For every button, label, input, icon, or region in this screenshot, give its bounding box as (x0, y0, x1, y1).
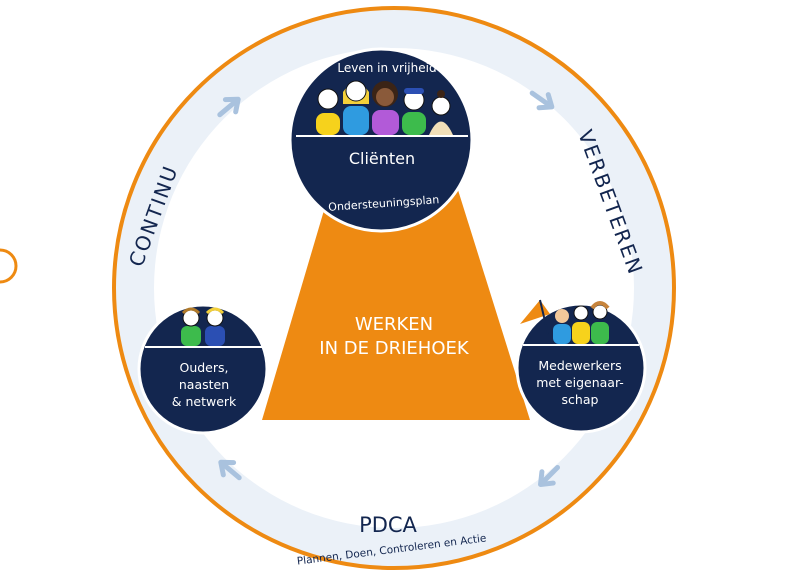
staff-node: Medewerkers met eigenaar- schap (515, 299, 647, 434)
staff-people-icon (520, 299, 610, 344)
center-title-line2: IN DE DRIEHOEK (319, 338, 470, 359)
staff-label-line1: Medewerkers (538, 358, 621, 373)
center-trapezoid (262, 190, 530, 420)
clients-node: Leven in vrijheid Cliënten Ondersteunin (288, 47, 474, 233)
staff-label-line3: schap (562, 392, 599, 407)
clients-title: Cliënten (349, 149, 415, 168)
arrow-top-right-icon (529, 90, 555, 111)
parents-node: Ouders, naasten & netwerk (137, 303, 269, 435)
parents-label-line1: Ouders, (179, 360, 228, 375)
arrow-top-left-icon (217, 96, 241, 118)
edge-arc-fragment (0, 248, 18, 284)
parents-people-icon (181, 307, 225, 346)
center-title-line1: WERKEN (355, 314, 433, 335)
ring-bottom-word: PDCA (359, 513, 417, 537)
staff-label-line2: met eigenaar- (536, 375, 624, 390)
parents-label-line2: naasten (179, 377, 229, 392)
clients-people-icon (316, 80, 453, 135)
parents-label-line3: & netwerk (172, 394, 237, 409)
arrow-bottom-left-icon (218, 459, 242, 481)
arrow-bottom-right-icon (538, 465, 560, 487)
clients-top-text: Leven in vrijheid (337, 61, 436, 75)
